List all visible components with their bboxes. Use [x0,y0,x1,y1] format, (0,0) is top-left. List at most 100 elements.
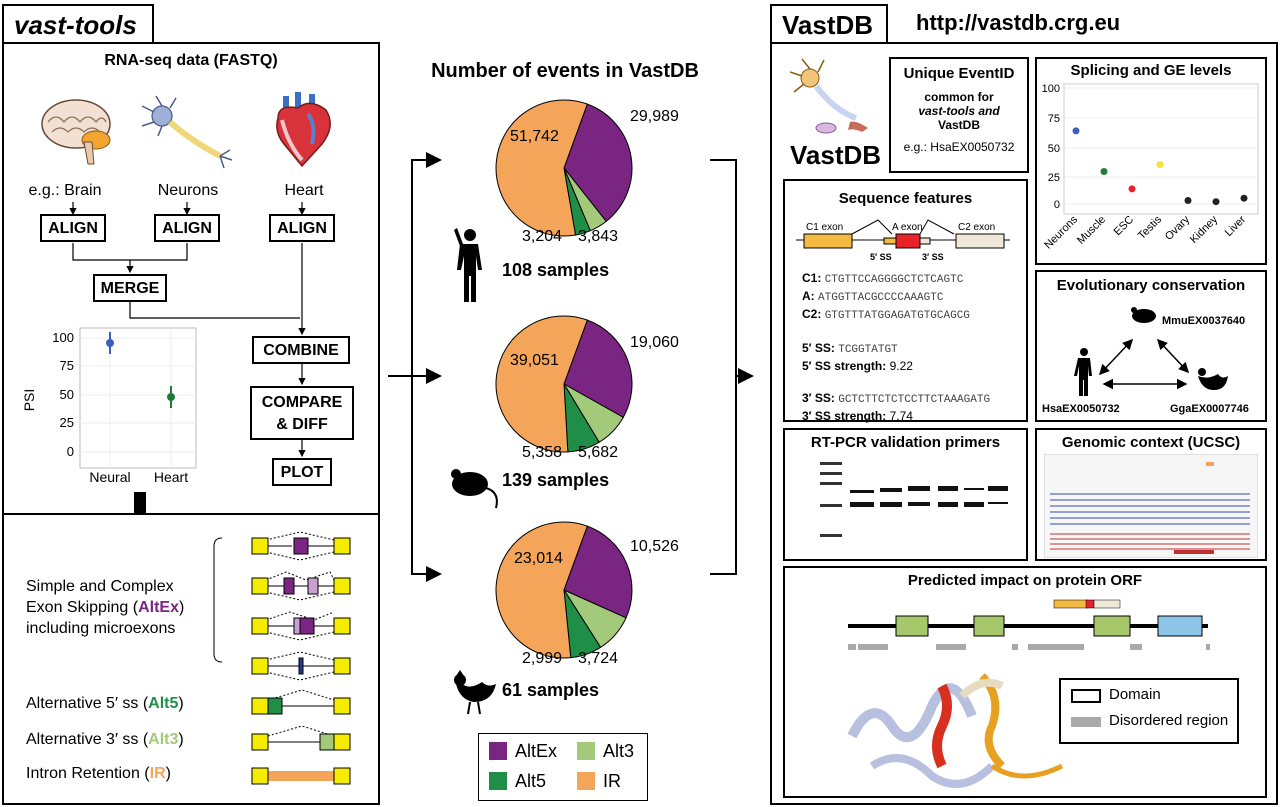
event-diagrams [213,531,351,785]
splicing-ytick: 50 [1048,143,1060,155]
splicing-point-testis [1156,161,1164,169]
pie-legend: AltEx Alt3 Alt5 IR [478,733,648,801]
psi-ytick: 75 [60,358,74,373]
legend-ir-label: IR [603,771,621,791]
c1-exon-label: C1 exon [806,222,843,233]
protein-panel [783,566,1267,798]
ss5-label: 5′ SS: [802,341,835,355]
splicing-point-ovary [1184,197,1192,204]
pie3-altex-label: 10,526 [630,538,679,555]
c1-seq: CTGTTCCAGGGGCTCTCAGTC [824,274,964,286]
ss3-label: 3′ SS: [802,391,835,405]
ss3-strength-label: 3′ SS strength: [802,409,887,423]
heart-icon [276,92,331,168]
unique-id-line2: vast-tools and [918,104,1000,118]
vastdb-url[interactable]: http://vastdb.crg.eu [916,10,1121,35]
a-exon-label: A exon [892,222,923,233]
splicing-title: Splicing and GE levels [1070,62,1232,79]
ir-description: Intron Retention (IR) [26,765,171,783]
evo-diagram: MmuEX0037640 HsaEX0050732 GgaEX0007746 [1042,307,1249,415]
altex-line-2c: ) [178,599,185,616]
rtpcr-panel [783,428,1028,561]
evo-chicken-id: GgaEX0007746 [1170,403,1249,415]
splicing-panel [1035,57,1267,265]
seq-features-panel [783,179,1028,422]
compare-diff-box: COMPARE & DIFF [250,386,354,440]
c2-seq: GTGTTTATGGAGATGTGCAGCG [824,310,970,322]
c1-label: C1: [802,271,822,285]
evo-human-icon [1074,348,1092,396]
ss3-strength-value: 7.74 [889,409,913,423]
legend-disordered-label: Disordered region [1109,712,1229,729]
alt5-text: Alternative 5′ ss ( [26,695,149,712]
altex-line-2a: Exon Skipping ( [26,599,139,616]
microexon-diagram [251,651,351,681]
pie2-alt3-label: 5,682 [578,444,619,461]
diff-label: & DIFF [276,416,328,433]
evo-mouse-id: MmuEX0037640 [1162,315,1245,327]
pie3-ir-label: 23,014 [514,550,563,567]
ir-text: Intron Retention ( [26,765,150,782]
psi-ytick: 50 [60,387,74,402]
pie2-ir-label: 39,051 [510,352,559,369]
psi-xtick: Heart [154,469,188,485]
altex-line-2: Exon Skipping (AltEx) [26,597,184,618]
a-label: A: [802,289,815,303]
alt3-text: Alternative 3′ ss ( [26,731,149,748]
altex-abbrev: AltEx [138,599,179,616]
unique-id-example: e.g.: HsaEX0050732 [903,140,1015,154]
altex-diagram-2 [251,571,351,601]
splicing-xtick: Kidney [1188,213,1221,246]
ucsc-browser-thumbnail [1044,454,1258,558]
protein-orf-diagram [848,599,1210,650]
neuron-icon [141,95,233,169]
legend-ir-swatch [577,772,595,790]
seq-features-title: Sequence features [838,190,973,207]
pie2-alt5-label: 5,358 [522,444,563,461]
domain-swatch [1071,689,1101,703]
psi-ytick: 25 [60,415,74,430]
align-neurons-box: ALIGN [154,214,220,242]
psi-plot: PSI 100 75 50 25 0 Neural Heart [21,327,197,485]
splicing-xtick: Testis [1136,213,1165,242]
pie1-alt5-label: 3,204 [522,228,563,245]
sample-neurons-label: Neurons [157,182,219,199]
protein-legend: Domain Disordered region [1059,678,1239,744]
alt5-abbrev: Alt5 [148,695,179,712]
altex-diagram-3 [251,611,351,641]
evo-human-id: HsaEX0050732 [1042,403,1120,415]
ss5-strength-label: 5′ SS strength: [802,359,887,373]
evo-panel [1035,270,1267,422]
pie1-alt3-label: 3,843 [578,228,619,245]
splicing-point-esc [1128,185,1136,193]
alt5-close: ) [178,695,184,712]
ir-abbrev: IR [149,765,166,782]
splicing-point-neurons [1072,127,1080,135]
pie2-altex-label: 19,060 [630,334,679,351]
vast-tools-title: vast-tools [14,10,137,40]
ss3-diagram-label: 3′ SS [922,252,944,262]
altex-line-1: Simple and Complex [26,578,174,595]
ir-close: ) [165,765,171,782]
splicing-ytick: 100 [1042,83,1060,95]
vastdb-title: VastDB [782,10,874,40]
legend-alt3-swatch [577,742,595,760]
legend-alt3-label: Alt3 [603,741,635,761]
flow-arrows [69,202,306,515]
vastdb-tab: VastDB [770,4,888,44]
psi-ytick: 100 [52,330,74,345]
evo-title: Evolutionary conservation [1056,277,1246,294]
ss5-seq: TCGGTATGT [838,344,898,356]
psi-point-heart [167,393,175,401]
alt3-diagram [251,725,351,751]
legend-alt5-swatch [489,772,507,790]
psi-xtick: Neural [89,469,130,485]
splicing-ytick: 0 [1054,199,1060,211]
alt3-abbrev: Alt3 [148,731,179,748]
splicing-point-liver [1240,194,1248,202]
event-types-panel [2,513,380,805]
ss5-strength-value: 9.22 [889,359,913,373]
altex-diagram-1 [251,531,351,561]
alt5-diagram [251,689,351,715]
pie1-slice-ir [495,99,588,237]
